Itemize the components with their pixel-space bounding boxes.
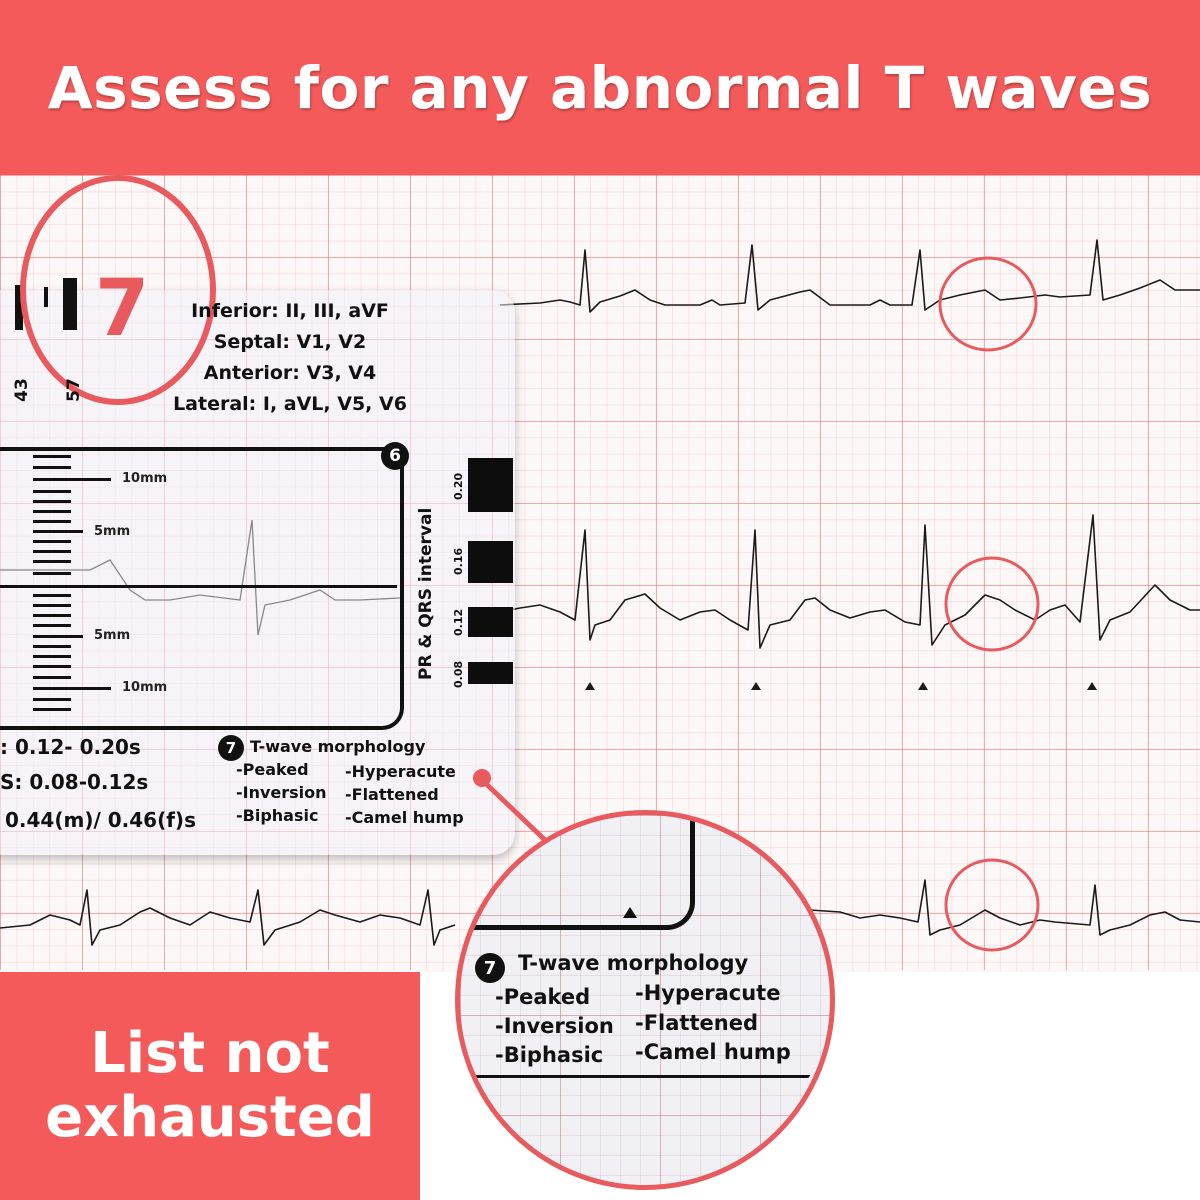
twave-item: -Camel hump	[345, 808, 464, 827]
step-circle	[20, 175, 216, 405]
ecg-strip-1	[499, 239, 1200, 313]
ecg-strip-3	[0, 879, 1200, 946]
mag-twave-item: -Biphasic	[495, 1043, 604, 1067]
twave-item: -Flattened	[345, 785, 439, 804]
baseline-divider	[0, 585, 397, 588]
interval-value: 0.08	[452, 660, 465, 688]
twave-circle-3	[944, 858, 1040, 952]
magnified-beat-marker	[623, 907, 637, 918]
lead-inferior: Inferior: II, III, aVF	[191, 300, 389, 322]
lead-anterior: Anterior: V3, V4	[203, 362, 377, 384]
magnifier-callout: 7 T-wave morphology -Peaked -Hyperacute …	[455, 810, 835, 1190]
mag-twave-item: -Peaked	[495, 985, 591, 1009]
beat-markers	[585, 682, 1097, 690]
twave-item: -Peaked	[236, 760, 309, 779]
ruler-side-number: 43	[11, 378, 32, 402]
mm-label-10-bottom: 10mm	[122, 680, 168, 695]
mm-label-5-upper: 5mm	[94, 524, 131, 539]
twave-circle-2	[944, 556, 1040, 652]
mag-twave-item: -Inversion	[495, 1014, 614, 1038]
ruler-side-number: 57	[63, 378, 84, 402]
mag-twave-item: -Flattened	[635, 1011, 758, 1035]
interval-block-012	[468, 607, 513, 637]
interval-block-008	[468, 662, 513, 684]
twave-item: -Biphasic	[236, 806, 319, 825]
qtc-normal: 0.44(m)/ 0.46(f)s	[5, 808, 196, 832]
interval-block-020	[468, 458, 513, 512]
interval-value: 0.12	[452, 608, 465, 636]
footer-banner: List not exhausted	[0, 972, 420, 1200]
twave-title: T-wave morphology	[250, 737, 426, 756]
footer-line-2: exhausted	[45, 1085, 375, 1150]
step-badge-6: 6	[381, 442, 409, 470]
lead-lateral: Lateral: I, aVL, V5, V6	[173, 393, 407, 415]
interval-title: PR & QRS interval	[416, 507, 436, 680]
pr-normal: : 0.12- 0.20s	[0, 735, 141, 759]
ecg-strip-2	[499, 514, 1200, 649]
magnified-card-edge	[460, 1075, 810, 1078]
amplitude-measure-box	[0, 447, 404, 730]
mm-label-10-top: 10mm	[122, 471, 168, 486]
interval-block-016	[468, 541, 513, 583]
page-title: Assess for any abnormal T waves	[47, 53, 1153, 122]
mag-twave-title: T-wave morphology	[518, 951, 749, 975]
header-banner: Assess for any abnormal T waves	[0, 0, 1200, 175]
mm-label-5-lower: 5mm	[94, 628, 131, 643]
magnified-box-corner	[460, 815, 695, 930]
twave-circle-1	[938, 256, 1038, 352]
mag-twave-item: -Camel hump	[635, 1040, 791, 1064]
twave-item: -Inversion	[236, 783, 327, 802]
twave-item: -Hyperacute	[345, 762, 456, 781]
interval-value: 0.16	[452, 547, 465, 575]
mag-twave-item: -Hyperacute	[635, 981, 781, 1005]
mag-step-badge-7: 7	[475, 953, 505, 983]
ecg-ruler-card	[0, 290, 515, 855]
footer-line-1: List not	[90, 1021, 330, 1086]
lead-territories: Inferior: II, III, aVF Septal: V1, V2 An…	[150, 296, 430, 420]
step-number-handwritten: 7	[95, 264, 149, 354]
step-badge-7: 7	[218, 735, 244, 761]
interval-value: 0.20	[452, 472, 465, 500]
lead-septal: Septal: V1, V2	[213, 331, 367, 353]
qrs-normal: S: 0.08-0.12s	[0, 770, 149, 794]
